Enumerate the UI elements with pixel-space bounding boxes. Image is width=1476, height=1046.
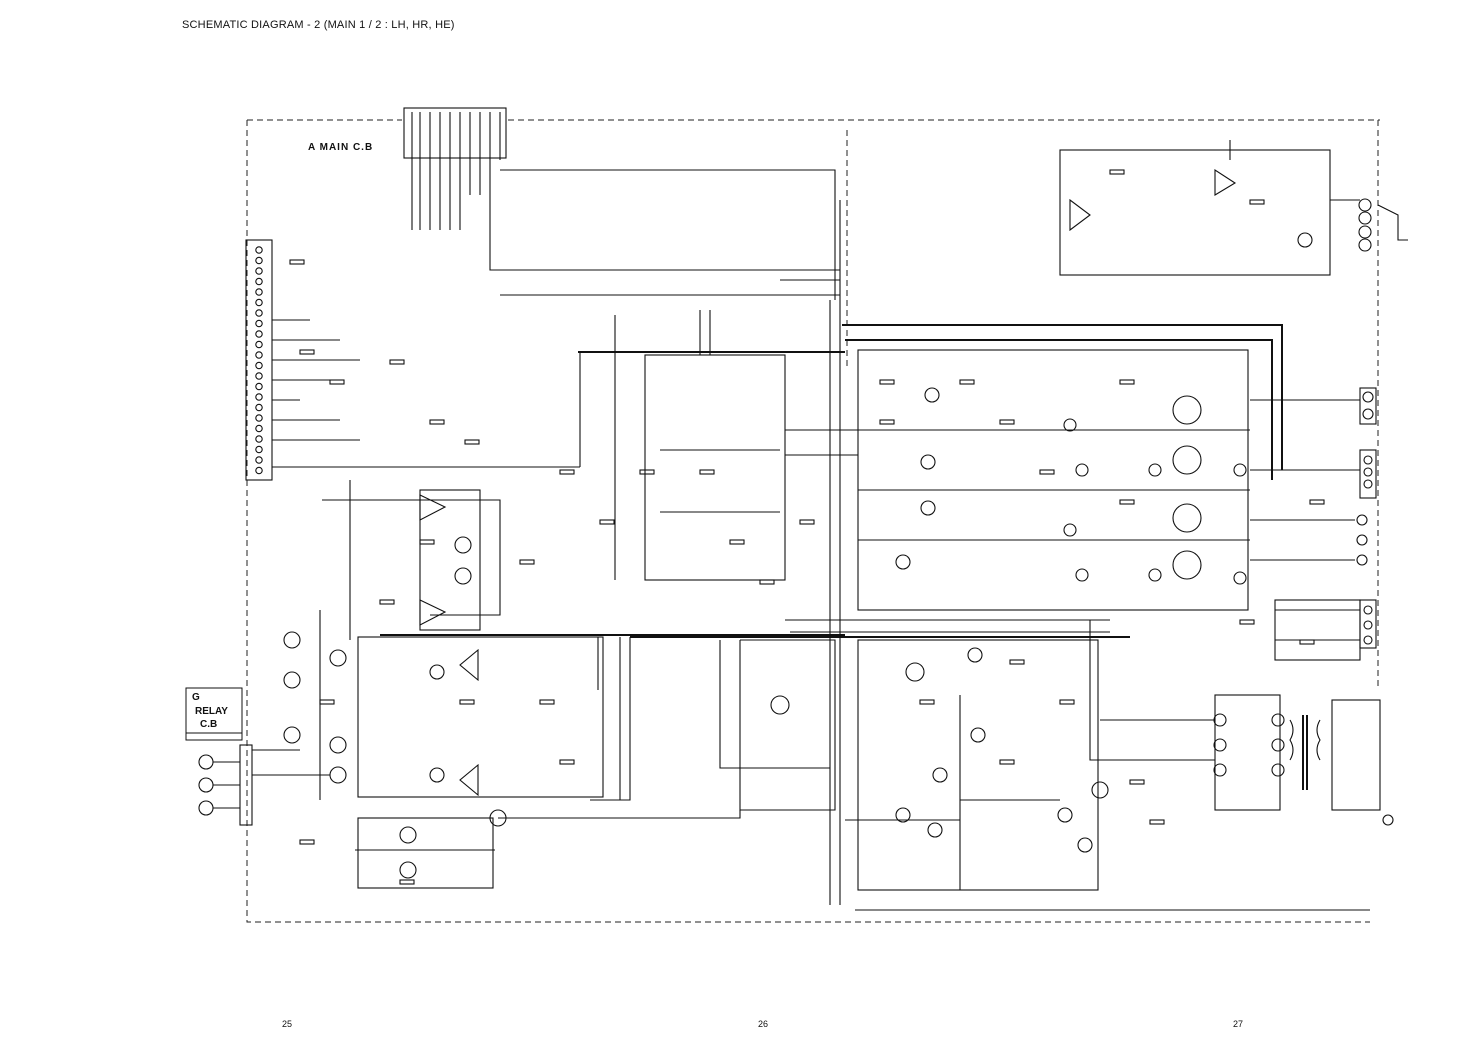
resistor-symbol [1009, 659, 1025, 665]
connector-pin [255, 298, 263, 307]
resistor-symbol [539, 699, 555, 705]
resistor-symbol [459, 699, 475, 705]
lower-left-amp [357, 636, 741, 889]
page-number-left: 25 [282, 1019, 293, 1029]
resistor-symbol [879, 419, 895, 425]
resistor-symbol [699, 469, 715, 475]
connector-pin [255, 382, 263, 391]
connector-pin [255, 309, 263, 317]
resistor-symbol [299, 349, 315, 355]
top-connector [403, 107, 840, 300]
power-amp [785, 324, 1283, 633]
page-title: SCHEMATIC DIAGRAM - 2 (MAIN 1 / 2 : LH, … [182, 19, 455, 31]
resistor-symbol [1149, 819, 1165, 825]
connector-pin [255, 246, 263, 254]
relay-cb-label: C.B [200, 719, 217, 730]
connector-pin [255, 393, 263, 401]
resistor-symbol [289, 259, 305, 265]
resistor-symbol [999, 759, 1015, 765]
resistor-symbol [759, 579, 775, 585]
resistor-symbol [919, 699, 935, 705]
speaker-terminals [1250, 387, 1377, 661]
connector-pin [255, 288, 263, 296]
connector-pin [255, 351, 263, 359]
connector-pin [255, 372, 263, 380]
resistor-symbol [799, 519, 815, 525]
interconnect-wires [355, 200, 1370, 911]
resistor-symbol [319, 699, 335, 705]
connector-pin [255, 445, 263, 454]
resistor-symbol [879, 379, 895, 385]
connector-pin [255, 456, 263, 464]
resistor-symbol [419, 539, 435, 545]
power-supply [857, 620, 1210, 891]
resistor-symbol [299, 839, 315, 845]
connector-pin [255, 435, 263, 443]
board-outline [246, 119, 1380, 923]
connector-pin [255, 466, 263, 475]
resistor-symbol [399, 879, 415, 885]
resistor-symbol [639, 469, 655, 475]
relay-label: RELAY [195, 706, 228, 717]
component-labels [289, 169, 1325, 885]
resistor-symbol [1299, 639, 1315, 645]
resistor-symbol [1309, 499, 1325, 505]
connector-pin [255, 403, 263, 412]
resistor-symbol [559, 759, 575, 765]
resistor-symbol [999, 419, 1015, 425]
resistor-symbol [1119, 379, 1135, 385]
resistor-symbol [599, 519, 615, 525]
connector-pin [255, 340, 263, 349]
connector-pin [255, 361, 263, 370]
connector-pin [255, 330, 263, 338]
page-number-right: 27 [1233, 1019, 1244, 1029]
ic-main [578, 310, 845, 581]
resistor-symbol [519, 559, 535, 565]
resistor-symbol [1059, 699, 1075, 705]
resistor-symbol [1109, 169, 1125, 175]
resistor-symbol [389, 359, 405, 365]
relay-block: G RELAY C.B [185, 687, 243, 741]
center-switch [719, 639, 836, 811]
resistor-symbol [464, 439, 480, 445]
resistor-symbol [1039, 469, 1055, 475]
resistor-symbol [1249, 199, 1265, 205]
relay-letter: G [192, 692, 200, 703]
resistor-symbol [729, 539, 745, 545]
connector-pin [255, 414, 263, 422]
resistor-symbol [1239, 619, 1255, 625]
resistor-symbol [329, 379, 345, 385]
headphone-circuit [1059, 140, 1408, 276]
connector-pin [255, 267, 263, 275]
transformer [1100, 694, 1394, 826]
connector-pin [255, 277, 263, 286]
page-number-center: 26 [758, 1019, 769, 1029]
resistor-symbol [379, 599, 395, 605]
resistor-symbol [959, 379, 975, 385]
relay-inputs [198, 610, 347, 826]
resistor-symbol [1119, 499, 1135, 505]
resistor-symbol [559, 469, 575, 475]
opamp-section [322, 480, 501, 640]
main-board-label: A MAIN C.B [308, 142, 373, 153]
connector-pin [255, 424, 263, 433]
connector-pin [255, 319, 263, 328]
connector-pin [255, 256, 263, 265]
resistor-symbol [429, 419, 445, 425]
left-connector-strip [245, 239, 580, 481]
resistor-symbol [1129, 779, 1145, 785]
